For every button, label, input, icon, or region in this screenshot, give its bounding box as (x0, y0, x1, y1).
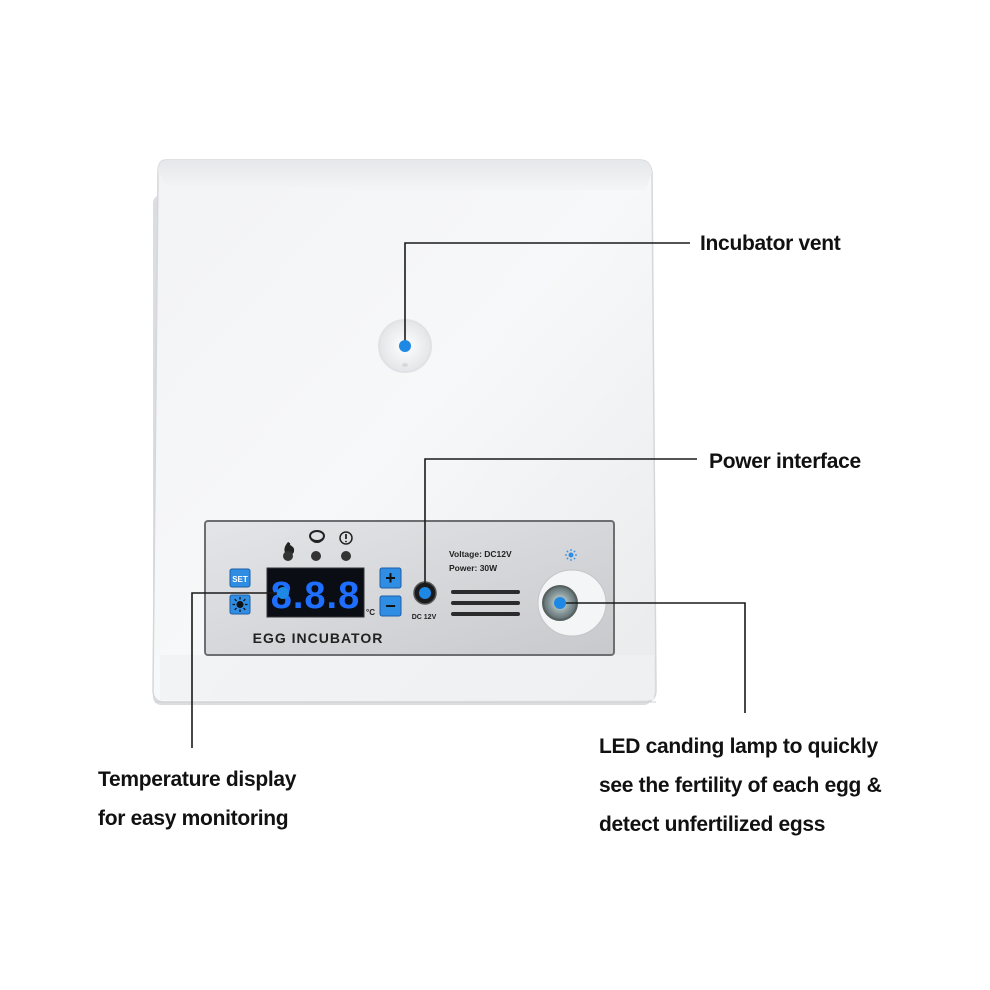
power-spec: Power: 30W (449, 563, 498, 573)
temperature-unit: °C (366, 608, 375, 617)
light-icon (232, 597, 248, 612)
temp-label-line-2: for easy monitoring (98, 807, 289, 830)
incubator-vent-text: Incubator vent (700, 232, 841, 255)
power-interface-label: Power interface (709, 450, 861, 474)
minus-button-label: − (385, 596, 396, 616)
egg-turn-icon (309, 530, 325, 543)
lamp-label-line-2: see the fertility of each egg & (599, 774, 882, 797)
lamp-label-line-1: LED canding lamp to quickly (599, 735, 878, 758)
voltage-spec: Voltage: DC12V (449, 549, 512, 559)
temp-callout-line (191, 592, 283, 748)
vent-callout-dot (399, 340, 411, 352)
lamp-label-line-3: detect unfertilized egss (599, 813, 826, 836)
temp-callout-dot (277, 587, 289, 599)
temp-label-line-1: Temperature display (98, 768, 297, 791)
temperature-display-label: Temperature display for easy monitoring (98, 760, 296, 838)
set-button[interactable]: SET (229, 568, 251, 588)
turn-indicator-led (311, 551, 321, 561)
incubator-vent-label: Incubator vent (700, 232, 841, 256)
power-callout-line (424, 458, 697, 593)
panel-title: EGG INCUBATOR (253, 630, 384, 646)
light-button[interactable] (229, 594, 251, 615)
callout-dots (277, 340, 566, 609)
lamp-callout-line (560, 602, 746, 713)
minus-button[interactable]: − (379, 595, 402, 617)
power-callout-dot (419, 587, 431, 599)
set-button-label: SET (232, 575, 248, 584)
lamp-icon (565, 549, 577, 561)
control-panel: SET 8.8.8 °C (204, 520, 615, 656)
lamp-callout-dot (554, 597, 566, 609)
power-interface-text: Power interface (709, 450, 861, 473)
candling-lamp-label: LED canding lamp to quickly see the fert… (599, 727, 882, 844)
heater-indicator-led (283, 551, 293, 561)
alarm-indicator-led (341, 551, 351, 561)
dc-jack-label: DC 12V (412, 614, 437, 621)
vent-callout-line (404, 242, 690, 346)
plus-button-label: + (385, 568, 396, 588)
alarm-icon (339, 531, 353, 545)
callout-lines (191, 242, 746, 748)
vent-slots (451, 590, 520, 616)
plus-button[interactable]: + (379, 567, 402, 589)
